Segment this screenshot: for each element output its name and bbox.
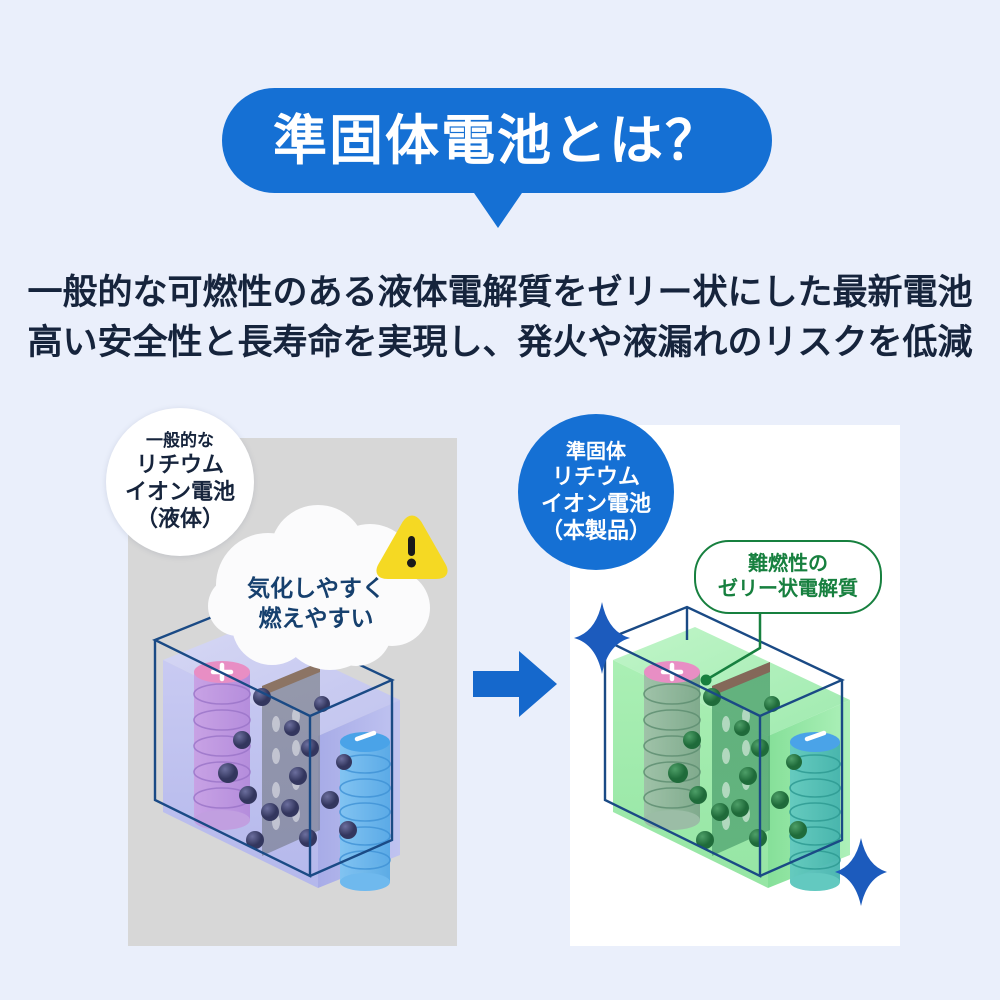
right-label-line-2: リチウム: [551, 463, 640, 489]
left-label-line-3: イオン電池: [124, 478, 235, 504]
cloud-line-1: 気化しやすく: [247, 575, 385, 601]
left-label-line-4: （液体）: [135, 505, 224, 531]
left-battery-label: 一般的な リチウム イオン電池 （液体）: [106, 408, 254, 556]
green-callout-line-1: 難燃性の: [748, 553, 828, 575]
right-label-line-4: （本製品）: [540, 517, 651, 543]
cloud-callout: 気化しやすく 燃えやすい: [218, 505, 448, 675]
title-bubble-tail: [472, 190, 524, 228]
lead-paragraph: 一般的な可燃性のある液体電解質をゼリー状にした最新電池 高い安全性と長寿命を実現…: [0, 268, 1000, 367]
page-title: 準固体電池とは？: [273, 110, 721, 171]
left-label-line-2: リチウム: [135, 452, 224, 478]
green-callout-line-2: ゼリー状電解質: [718, 578, 858, 600]
right-label-line-3: イオン電池: [540, 490, 651, 516]
lead-line-1: 一般的な可燃性のある液体電解質をゼリー状にした最新電池: [27, 273, 973, 312]
title-bubble: 準固体電池とは？: [222, 88, 772, 193]
right-label-line-1: 準固体: [566, 440, 626, 463]
right-battery-label: 準固体 リチウム イオン電池 （本製品）: [518, 414, 674, 570]
green-callout: 難燃性の ゼリー状電解質: [694, 540, 882, 614]
lead-line-2: 高い安全性と長寿命を実現し、発火や液漏れのリスクを低減: [27, 322, 973, 362]
left-label-line-1: 一般的な: [146, 431, 214, 451]
cloud-line-2: 燃えやすい: [258, 605, 374, 632]
